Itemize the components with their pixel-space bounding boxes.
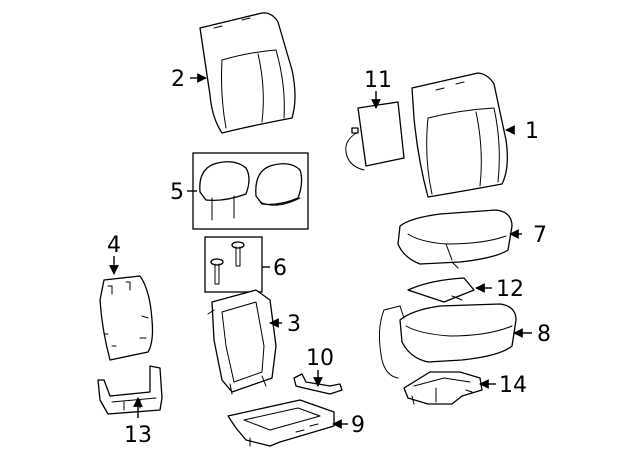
callout-10: 10	[306, 346, 334, 371]
callout-1: 1	[525, 119, 539, 144]
callout-labels: 1 2 3 4 5 6 7 8 9 10 11 12 13 14	[107, 67, 551, 448]
callout-14: 14	[499, 373, 527, 398]
part-13-trim-bracket	[97, 365, 163, 415]
callout-4: 4	[107, 233, 121, 258]
part-6-box	[204, 236, 263, 293]
part-14-seat-adjuster	[403, 371, 483, 405]
part-7-cushion-cover	[397, 209, 513, 269]
callout-7: 7	[533, 223, 547, 248]
part-6-headrest-guides	[204, 236, 263, 293]
part-3-seat-back-frame	[207, 289, 277, 395]
part-12-heater-pad	[407, 277, 475, 303]
part-1-seat-back	[411, 72, 508, 198]
callout-5: 5	[170, 180, 184, 205]
part-4-rear-panel	[99, 275, 154, 361]
callout-2: 2	[171, 67, 185, 92]
part-8-seat-cushion	[378, 303, 517, 379]
callout-11: 11	[364, 68, 392, 93]
callout-3: 3	[287, 312, 301, 337]
callout-13: 13	[124, 423, 152, 448]
callout-9: 9	[351, 413, 365, 438]
leader-lines	[109, 73, 532, 429]
part-9-seat-frame	[227, 399, 335, 447]
callout-12: 12	[496, 277, 524, 302]
part-5-headrests	[192, 152, 309, 230]
callout-8: 8	[537, 322, 551, 347]
part-2-seat-back-cover	[199, 12, 296, 134]
part-11-side-airbag-module	[345, 101, 405, 171]
callout-6: 6	[273, 256, 287, 281]
